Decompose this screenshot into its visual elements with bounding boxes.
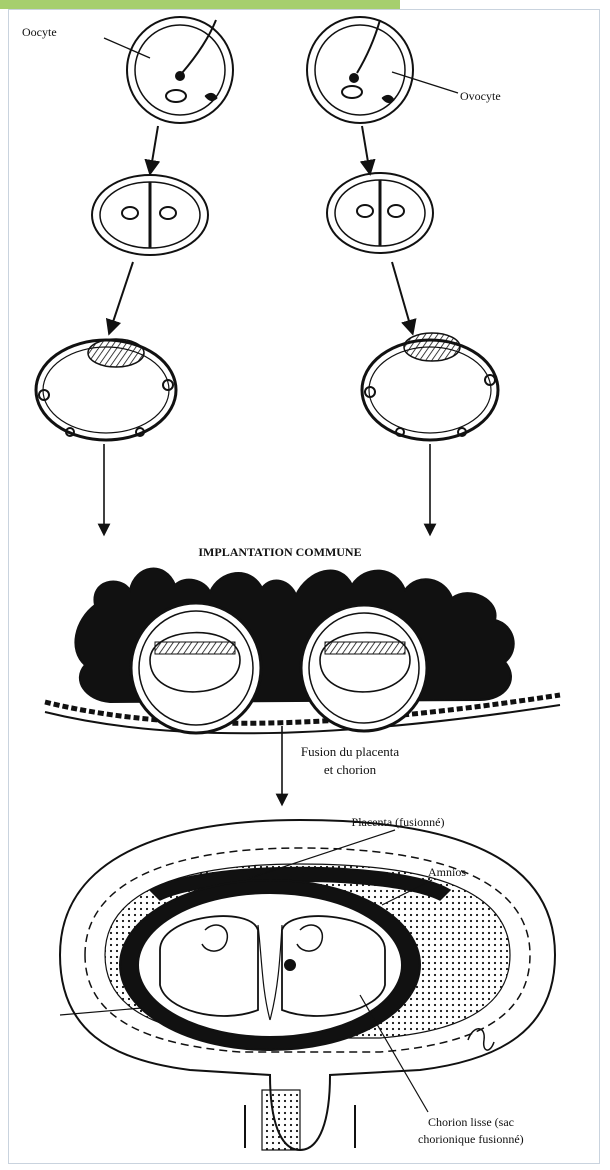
label-implantation: IMPLANTATION COMMUNE xyxy=(198,545,361,559)
label-chorion-line-1: Chorion lisse (sac xyxy=(428,1115,514,1129)
arrow-right-2 xyxy=(392,262,411,328)
arrow-right-1 xyxy=(362,126,369,168)
label-amnios: Amnios xyxy=(428,865,466,879)
zygote-right xyxy=(307,17,458,123)
label-oocyte-left: Oocyte xyxy=(22,25,57,39)
label-oocyte-right: Ovocyte xyxy=(460,89,501,103)
label-placenta: Placenta (fusionné) xyxy=(352,815,445,829)
uterus-illustration xyxy=(60,820,555,1150)
two-cell-right xyxy=(327,173,433,253)
implantation-illustration xyxy=(45,569,560,734)
arrow-left-1 xyxy=(151,126,158,168)
two-cell-left xyxy=(92,175,208,255)
zygote-left xyxy=(104,17,233,123)
label-fusion-line-1: Fusion du placenta xyxy=(301,744,399,759)
blastocyst-left xyxy=(36,339,176,440)
label-chorion-line-2: chorionique fusionné) xyxy=(418,1132,524,1146)
blastocyst-right xyxy=(362,333,498,440)
arrow-left-2 xyxy=(111,262,133,328)
label-fusion-line-2: et chorion xyxy=(324,762,377,777)
